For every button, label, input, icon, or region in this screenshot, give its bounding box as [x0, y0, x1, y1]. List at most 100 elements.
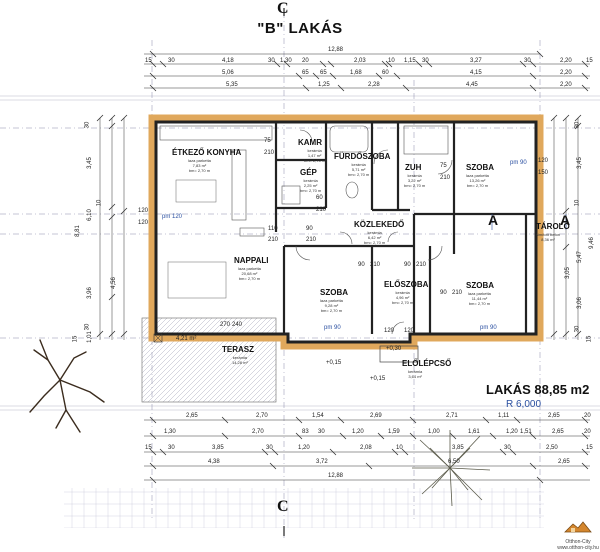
- dim-top-chain1: 30: [268, 58, 275, 64]
- dim-right: 5,47: [576, 251, 583, 263]
- room-info-zuh: kerámia 3,22 m² bm= 2,70 m: [404, 173, 426, 188]
- level-label: +0,30: [386, 346, 402, 352]
- paper-border-lines: [0, 95, 600, 411]
- dim-top-chain2: 65: [302, 70, 309, 76]
- apartment-area-summary: LAKÁS 88,85 m2: [486, 382, 590, 397]
- terrace-area: [141, 317, 277, 403]
- room-info-nappali: laza parketta 20,68 m² bm= 2,70 m: [238, 266, 261, 281]
- door-label: 210: [264, 150, 275, 156]
- door-label: 210: [452, 290, 463, 296]
- dim-top-chain1: 1,30: [280, 58, 292, 64]
- dim-right: 30: [574, 121, 581, 129]
- room-label-etkezo-konyha: ÉTKEZŐ KONYHA: [172, 148, 242, 157]
- room-info-etkezo-konyha: laza parketta 7,83 m² bm= 2,70 m: [188, 158, 211, 173]
- room-info-furdoszoba: kerámia 5,71 m² bm= 2,70 m: [348, 162, 370, 177]
- dim-top-chain2: 1,68: [350, 70, 362, 76]
- dim-bottom-chain2: 1,20: [506, 429, 518, 435]
- dim-bottom-chain2: 1,30: [164, 429, 176, 435]
- door-label: pm 90: [324, 325, 341, 331]
- dim-top-chain1: 3,27: [470, 58, 482, 64]
- dim-top-chain1: 30: [168, 58, 175, 64]
- door-label: 210: [268, 237, 279, 243]
- dim-top-chain3: 2,28: [368, 82, 380, 88]
- dim-right: 10: [574, 199, 581, 207]
- room-label-zuh: ZUH: [405, 163, 422, 172]
- level-label: +0,15: [326, 360, 342, 366]
- paving-area: [64, 488, 544, 528]
- dim-left: 4,56: [110, 277, 117, 289]
- door-label: 90: [440, 290, 447, 296]
- room-label-nappali: NAPPALI: [234, 256, 269, 265]
- room-info-szoba-3: laza parketta 11,44 m² bm= 2,70 m: [468, 291, 491, 306]
- door-label: 110: [268, 226, 278, 232]
- dim-bottom-chain2: 1,51: [520, 429, 532, 435]
- room-info-elolepcso: kerámia 3,64 m²: [408, 369, 423, 379]
- door-label: 210: [316, 207, 327, 213]
- door-label: 90: [358, 262, 365, 268]
- room-info-tarolo: simított beton 8,36 m²: [536, 232, 561, 242]
- dim-top-chain1: 1,15: [404, 58, 416, 64]
- dim-left: 15: [72, 335, 79, 343]
- dim-bottom-chain2: 2,70: [252, 429, 264, 435]
- dim-bottom-chain4: 2,65: [558, 459, 570, 465]
- dim-bottom-chain3: 30: [504, 445, 511, 451]
- door-label: pm 90: [510, 160, 527, 166]
- dim-top-chain1: 30: [422, 58, 429, 64]
- door-label: 240: [232, 322, 243, 328]
- level-label: +0,15: [370, 376, 386, 382]
- dim-bottom-chain1: 2,71: [446, 413, 458, 419]
- room-label-furdoszoba: FÜRDŐSZOBA: [334, 152, 391, 161]
- dim-top-chain1: 10: [388, 58, 395, 64]
- room-label-tarolo: TÁROLÓ: [536, 222, 570, 231]
- dim-top-chain3: 5,35: [226, 82, 238, 88]
- dim-bottom-chain2: 83: [302, 429, 309, 435]
- axis-lines: [0, 12, 600, 540]
- dim-bottom-chain1: 2,69: [370, 413, 382, 419]
- dim-left: 3,96: [86, 287, 93, 299]
- dim-bottom-chain2: 1,61: [468, 429, 480, 435]
- dim-left: 30: [84, 323, 91, 331]
- side-dimension-lines: [96, 114, 582, 340]
- dim-top-chain1: 2,03: [354, 58, 366, 64]
- outer-wall: [154, 120, 538, 344]
- interior-walls: [274, 122, 536, 334]
- room-label-szoba-3: SZOBA: [466, 281, 494, 290]
- dim-top-total: 12,88: [328, 47, 344, 53]
- dim-top-chain3: 1,25: [318, 82, 330, 88]
- dim-bottom-chain3: 2,08: [360, 445, 372, 451]
- bath-fixtures: [281, 125, 449, 205]
- dim-top-chain1: 20: [302, 58, 309, 64]
- door-label: 75: [440, 163, 447, 169]
- tree-bottom-drawing: [412, 430, 491, 507]
- section-mark-top: C: [277, 0, 289, 17]
- area-label: 4,21 m²: [176, 336, 197, 342]
- dim-left: 8,81: [74, 225, 81, 237]
- dim-bottom-chain2: 1,59: [388, 429, 400, 435]
- dim-left: 3,45: [86, 157, 93, 169]
- dim-right: 3,05: [564, 267, 571, 279]
- dim-bottom-chain3: 30: [168, 445, 175, 451]
- room-info-terasz: kerámia 14,28 m²: [232, 355, 248, 365]
- dim-left: 10: [96, 199, 103, 207]
- section-a-marks: [491, 214, 567, 230]
- dim-bottom-chain2: 30: [318, 429, 325, 435]
- dim-right: 3,45: [576, 157, 583, 169]
- dim-bottom-chain3: 2,50: [546, 445, 558, 451]
- dim-left: 1,01: [86, 331, 93, 343]
- door-label: 120: [538, 158, 549, 164]
- dim-top-chain3: 2,20: [560, 82, 572, 88]
- door-label: 210: [370, 262, 381, 268]
- bottom-dimension-lines: [144, 416, 590, 484]
- room-info-kozlekedo: kerámia 6,42 m² bm= 2,70 m: [364, 230, 386, 245]
- dim-right: 3,06: [576, 297, 583, 309]
- dim-top-chain1: 15: [586, 58, 593, 64]
- dim-top-chain2: 65: [320, 70, 327, 76]
- r-value-label: R 6,000: [506, 399, 542, 410]
- dim-bottom-chain1: 20: [584, 413, 591, 419]
- room-label-eloszoba: ELŐSZOBA: [384, 280, 429, 289]
- door-label: 120: [138, 208, 149, 214]
- door-label: pm 90: [480, 325, 497, 331]
- dim-left: 30: [84, 121, 91, 129]
- dim-right: 15: [586, 335, 593, 343]
- dim-bottom-chain3: 10: [396, 445, 403, 451]
